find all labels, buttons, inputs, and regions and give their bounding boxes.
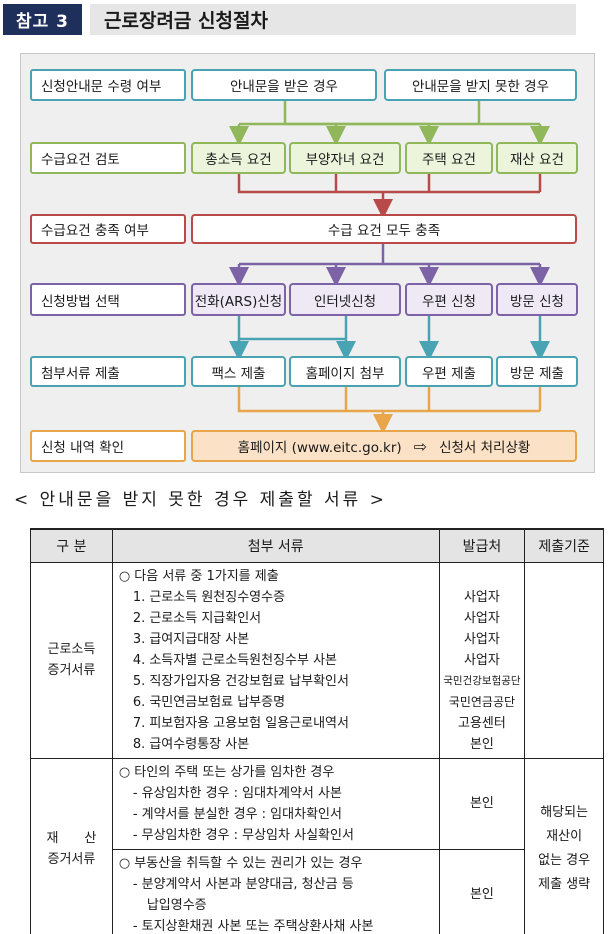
list-item: 4. 소득자별 근로소득원천징수부 사본 [132,652,338,668]
mail-box: 우편 신청 [405,283,493,316]
issuer-item: 국민건강보험공단 [443,674,521,687]
step-label-method: 신청방법 선택 [30,283,186,316]
housing-requirement-box: 주택 요건 [405,142,493,174]
list-item: 2. 근로소득 지급확인서 [132,610,262,626]
right-arrow-icon: ⇨ [413,436,428,456]
list-item: - 계약서를 분실한 경우 : 임대차확인서 [132,806,342,822]
property-requirement-box: 재산 요건 [496,142,578,174]
required-documents-table: 구 분 첨부 서류 발급처 제출기준 근로소득 증거서류 ○ 다음 서류 중 1… [30,528,604,934]
mail-submit-box: 우편 제출 [405,356,493,387]
table-row: ○ 부동산을 취득할 수 있는 권리가 있는 경우 - 분양계약서 사본과 분양… [31,848,604,934]
criteria-line: 재산이 [546,829,583,845]
all-requirements-met-box: 수급 요건 모두 충족 [191,214,577,244]
right-intro: ○ 부동산을 취득할 수 있는 권리가 있는 경우 [118,855,363,871]
step-label-docs: 첨부서류 제출 [30,356,186,387]
phone-ars-box: 전화(ARS)신청 [191,283,286,316]
visit-submit-box: 방문 제출 [496,356,578,387]
header-category: 구 분 [30,528,113,563]
visit-box: 방문 신청 [496,283,578,316]
property-category-cell: 재 산 증거서류 [30,757,113,934]
header-documents: 첨부 서류 [111,528,440,563]
list-item: 6. 국민연금보험료 납부증명 [132,694,286,710]
income-issuer-cell: 사업자 사업자 사업자 사업자 국민건강보험공단 국민연금공단 고용센터 본인 [438,561,526,759]
list-item: 8. 급여수령통장 사본 [132,736,250,752]
list-item: - 무상임차한 경우 : 무상임차 사실확인서 [132,827,354,843]
step-label-review: 수급요건 검토 [30,142,186,174]
list-item: 1. 근로소득 원천징수영수증 [132,589,286,605]
right-documents-cell: ○ 부동산을 취득할 수 있는 권리가 있는 경우 - 분양계약서 사본과 분양… [111,848,440,934]
notice-not-received-box: 안내문을 받지 못한 경우 [384,69,577,101]
issuer-item: 사업자 [463,631,500,647]
procedure-flowchart: 신청안내문 수령 여부 안내문을 받은 경우 안내문을 받지 못한 경우 수급요… [20,53,595,473]
list-item: 3. 급여지급대장 사본 [132,631,250,647]
flow-connectors [229,101,550,434]
list-item: - 토지상환채권 사본 또는 주택상환사채 사본 [132,918,374,934]
list-item: - 분양계약서 사본과 분양대금, 청산금 등 [132,876,354,892]
documents-subtitle: < 안내문을 받지 못한 경우 제출할 서류 > [14,490,387,510]
table-header-row: 구 분 첨부 서류 발급처 제출기준 [30,528,604,563]
header-issuer: 발급처 [438,528,526,563]
internet-box: 인터넷신청 [289,283,401,316]
page-title-text: 근로장려금 신청절차 [104,10,268,32]
issuer-item: 사업자 [463,652,500,668]
income-criteria-cell [524,561,604,759]
list-item: 5. 직장가입자용 건강보험료 납부확인서 [132,673,349,689]
property-category-line: 재 산 [46,831,97,847]
step-label-satisfy: 수급요건 충족 여부 [30,214,186,244]
criteria-line: 제출 생략 [538,877,591,893]
income-category-line: 증거서류 [47,663,96,678]
table-row: 근로소득 증거서류 ○ 다음 서류 중 1가지를 제출 1. 근로소득 원천징수… [30,561,604,759]
issuer-item: 고용센터 [457,715,506,731]
homepage-attach-box: 홈페이지 첨부 [289,356,401,387]
homepage-url-text: 홈페이지 (www.eitc.go.kr) [237,440,402,456]
rent-documents-cell: ○ 타인의 주택 또는 상가를 임차한 경우 - 유상임차한 경우 : 임대차계… [111,757,440,850]
list-item: - 유상임차한 경우 : 임대차계약서 사본 [132,785,342,801]
section-tag: 참고 3 [3,4,82,35]
fax-submit-box: 팩스 제출 [191,356,286,387]
status-text: 신청서 처리상황 [439,440,531,456]
income-category-cell: 근로소득 증거서류 [30,561,113,759]
step-label-notice: 신청안내문 수령 여부 [30,69,186,101]
confirm-box: 홈페이지 (www.eitc.go.kr) ⇨ 신청서 처리상황 [191,430,577,462]
issuer-item: 사업자 [463,610,500,626]
income-requirement-box: 총소득 요건 [191,142,286,174]
right-issuer-cell: 본인 [438,848,526,934]
table-row: 재 산 증거서류 ○ 타인의 주택 또는 상가를 임차한 경우 - 유상임차한 … [30,757,604,934]
list-item: 납입영수증 [146,897,207,913]
page-title: 근로장려금 신청절차 [90,4,576,35]
rent-issuer-cell: 본인 [438,757,526,850]
criteria-line: 해당되는 [540,805,589,821]
notice-received-box: 안내문을 받은 경우 [191,69,377,101]
income-category-line: 근로소득 [47,642,96,657]
income-intro: ○ 다음 서류 중 1가지를 제출 [118,568,279,584]
issuer-item: 사업자 [463,589,500,605]
income-documents-cell: ○ 다음 서류 중 1가지를 제출 1. 근로소득 원천징수영수증 2. 근로소… [111,561,440,759]
rent-intro: ○ 타인의 주택 또는 상가를 임차한 경우 [118,764,335,780]
issuer-item: 본인 [469,736,494,752]
dependent-requirement-box: 부양자녀 요건 [289,142,401,174]
criteria-line: 없는 경우 [538,853,591,869]
issuer-item: 국민연금공단 [448,694,516,709]
property-category-line: 증거서류 [47,852,96,868]
list-item: 7. 피보험자용 고용보험 일용근로내역서 [132,715,349,731]
header-criteria: 제출기준 [524,528,604,563]
property-criteria-cell: 해당되는 재산이 없는 경우 제출 생략 [524,757,604,934]
step-label-confirm: 신청 내역 확인 [30,430,186,462]
